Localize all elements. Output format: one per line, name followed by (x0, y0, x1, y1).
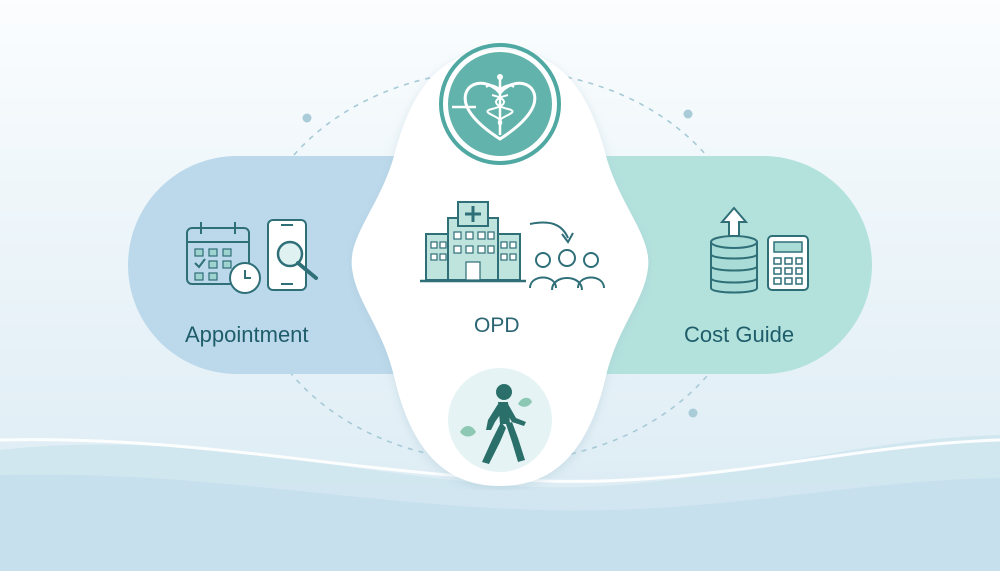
orbit-dot (302, 113, 312, 123)
appointment-label: Appointment (185, 322, 309, 347)
heart-caduceus-icon (439, 43, 561, 165)
hospital-icon (420, 201, 526, 283)
orbit-dot (683, 109, 693, 119)
calculator-icon (767, 235, 809, 291)
people-group-icon (529, 249, 605, 291)
coin-stack-up-icon (710, 206, 758, 294)
orbit-dot (688, 408, 698, 418)
cost-guide-label: Cost Guide (684, 322, 795, 347)
calendar-clock-icon (186, 222, 261, 294)
opd-label: OPD (474, 314, 520, 337)
arrow-icon (529, 221, 574, 244)
wave-front (0, 474, 1000, 571)
phone-search-icon (267, 219, 318, 291)
walking-person-icon (448, 368, 552, 472)
